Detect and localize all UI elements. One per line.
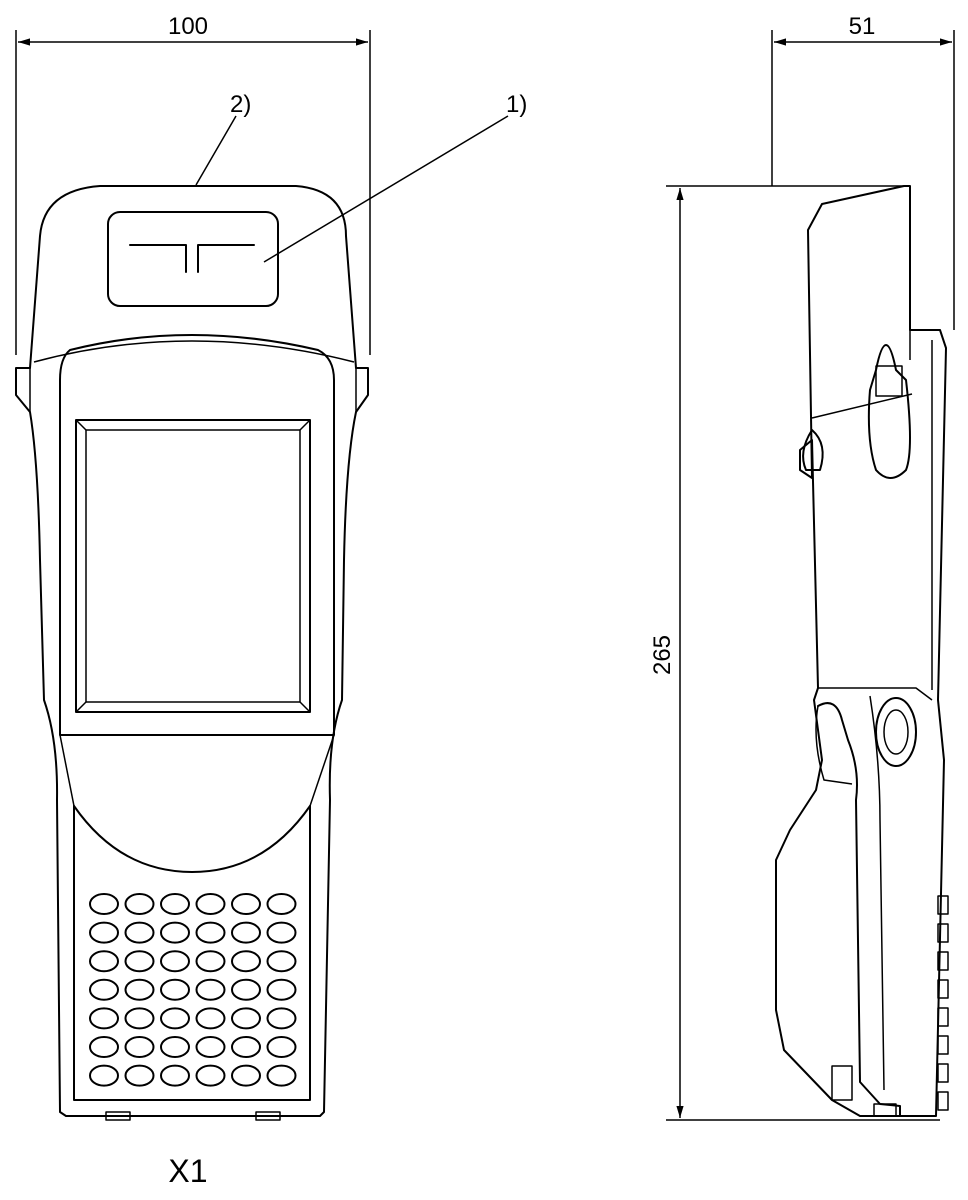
keypad-key [195,1007,226,1030]
keypad-key [231,1007,261,1030]
width-dimension: 100 [15,13,371,355]
depth-dimension-label: 51 [849,13,876,40]
stylus-holder [867,344,911,479]
scanner-window-symbol [129,244,255,273]
bottom-foot [873,1103,897,1117]
side-ridge-tabs [937,895,949,1111]
height-dimension: 265 [649,185,940,1121]
side-ridge-tab [937,1063,949,1083]
callout-1-label: 1) [506,91,527,118]
height-dimension-label: 265 [649,635,676,675]
keypad-key [231,950,261,973]
view-label: X1 [168,1153,207,1189]
keypad-key [124,1064,155,1087]
side-oval-inner [883,709,909,755]
keypad-key [231,921,261,944]
callout-1: 1) [263,91,527,263]
side-ridge-tab [937,979,949,999]
bottom-tab-right [255,1111,281,1121]
display-screen-inner [85,429,301,703]
bottom-connector [831,1065,853,1101]
keypad-key [231,1064,261,1087]
keypad-key [266,1036,297,1058]
depth-dimension: 51 [771,13,955,330]
display-bezel [59,334,335,736]
keypad-key [124,978,155,1001]
keypad-key [160,1036,190,1058]
keypad-key [89,921,119,944]
side-ridge-tab [937,1007,949,1027]
keypad-key [160,1007,190,1030]
keypad-key [160,921,190,944]
width-dimension-label: 100 [168,13,208,40]
front-view [15,185,369,1121]
keypad-key [124,1007,155,1030]
callout-2-label: 2) [230,91,251,118]
keypad-key [160,978,190,1001]
keypad-key [124,921,155,944]
side-oval-outer [875,697,917,767]
keypad-key [89,950,119,973]
handle-grip [817,702,901,1117]
keypad-key [89,1036,119,1058]
keypad-key [124,1036,155,1058]
keypad-key [160,1064,190,1087]
keypad-key [89,978,119,1001]
keypad-key [195,978,226,1001]
callout-2: 2) [195,91,251,186]
keypad-key [195,950,226,973]
keypad-key [266,893,297,915]
keypad-key [195,1064,226,1087]
keypad-key [266,978,297,1001]
side-ridge-tab [937,1091,949,1111]
keypad-key [231,893,261,915]
keypad-key [266,921,297,944]
side-button [802,429,824,471]
device-side-outline [775,185,947,1117]
keypad-key [124,950,155,973]
side-ridge-tab [937,923,949,943]
keypad-key [266,1064,297,1087]
keypad-key [89,1007,119,1030]
keypad-key [124,893,155,915]
keypad-keys [89,893,297,1087]
keypad-key [195,1036,226,1058]
keypad-arch [73,805,311,873]
keypad-key [160,893,190,915]
display-screen-outer [75,419,311,713]
keypad-key [195,921,226,944]
stylus-clip [875,365,903,397]
scanner-window [107,211,279,307]
device-front-outline [15,185,369,1117]
bottom-tab-left [105,1111,131,1121]
side-view [775,185,949,1117]
keypad-key [195,893,226,915]
keypad-key [266,950,297,973]
keypad-key [231,978,261,1001]
side-ridge-tab [937,895,949,915]
keypad-key [231,1036,261,1058]
keypad-key [89,893,119,915]
side-ridge-tab [937,1035,949,1055]
keypad-key [89,1064,119,1087]
keypad-key [266,1007,297,1030]
side-ridge-tab [937,951,949,971]
keypad-key [160,950,190,973]
keypad-panel [73,805,311,1101]
